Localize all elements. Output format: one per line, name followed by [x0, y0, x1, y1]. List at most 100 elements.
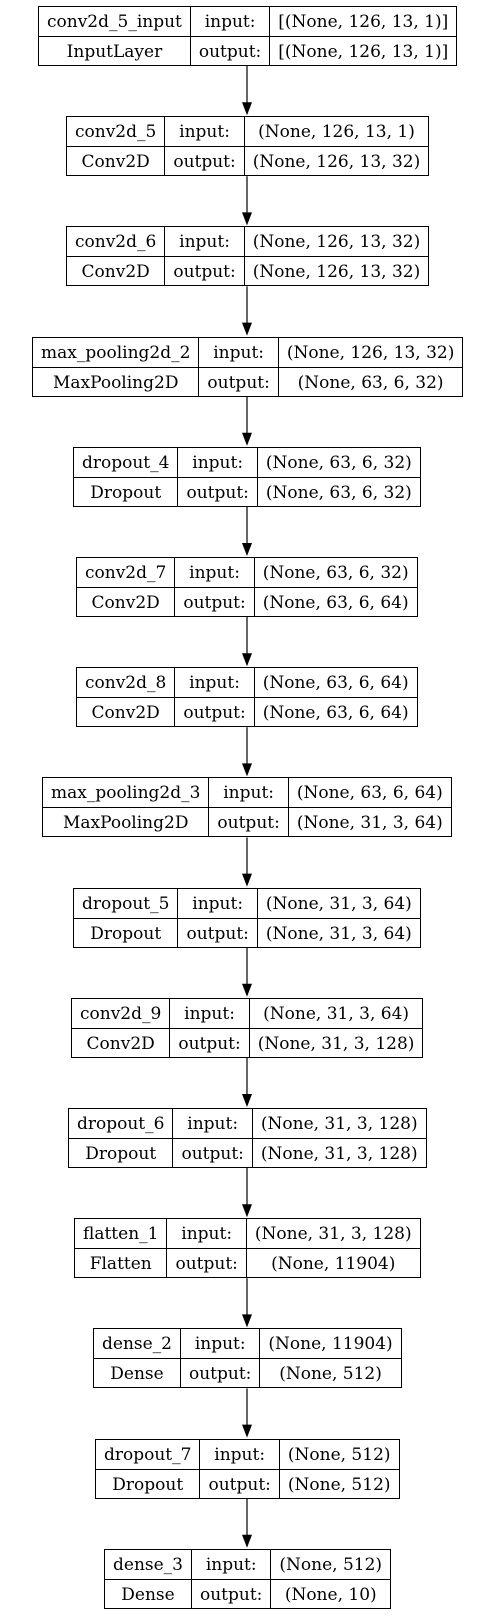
layer-name: dropout_7	[96, 1440, 200, 1470]
layer-name: conv2d_5	[67, 117, 165, 148]
shape-column: (None, 63, 6, 32)(None, 63, 6, 64)	[254, 558, 417, 616]
io-label-column: input: output:	[181, 1329, 261, 1388]
arrowhead-icon	[242, 102, 252, 116]
output-label: output:	[183, 593, 246, 613]
layer-type: Conv2D	[81, 152, 150, 173]
input-shape: (None, 126, 13, 1)	[244, 117, 429, 148]
layer-name: dropout_6	[69, 1109, 173, 1139]
arrowhead-icon	[242, 873, 252, 887]
output-shape: (None, 63, 6, 32)	[265, 482, 412, 503]
output-label: output:	[181, 1144, 244, 1164]
input-label: input:	[181, 1329, 260, 1360]
output-label: output:	[198, 42, 262, 62]
input-label: input:	[175, 668, 254, 699]
output-shape: (None, 11904)	[271, 1254, 396, 1275]
shape-column: [(None, 126, 13, 1)][(None, 126, 13, 1)]	[270, 7, 457, 65]
layer-type: Conv2D	[81, 262, 150, 283]
output-shape: [(None, 126, 13, 1)]	[278, 42, 449, 62]
shape-column: (None, 512)(None, 512)	[279, 1440, 399, 1498]
output-label: output:	[175, 1254, 238, 1275]
output-label: output:	[183, 703, 246, 724]
input-shape: (None, 63, 6, 64)	[288, 778, 451, 809]
output-label: output:	[208, 1474, 271, 1495]
io-label-column: input:output:	[165, 117, 245, 176]
input-label: input:	[175, 558, 254, 588]
layer-type: Conv2D	[91, 593, 160, 613]
shape-column: (None, 63, 6, 32) (None, 63, 6, 32)	[257, 448, 420, 506]
io-label-column: input: output:	[209, 778, 289, 837]
output-shape: (None, 31, 3, 128)	[257, 1033, 415, 1054]
output-label: output:	[178, 1033, 241, 1054]
input-label: input:	[167, 1219, 246, 1250]
shape-column: (None, 126, 13, 32)(None, 63, 6, 32)	[278, 338, 463, 396]
io-label-column: input:output:	[199, 337, 279, 396]
io-label-column: input: output:	[200, 1439, 280, 1498]
io-label-column: input:output:	[170, 998, 250, 1057]
input-shape: (None, 512)	[271, 1550, 391, 1580]
layer-type: MaxPooling2D	[62, 813, 189, 834]
shape-column: (None, 512)(None, 10)	[271, 1550, 391, 1608]
arrowhead-icon	[242, 212, 252, 226]
output-label: output:	[207, 372, 270, 393]
shape-column: (None, 63, 6, 64)(None, 63, 6, 64)	[254, 668, 417, 726]
layer-name: conv2d_5_input	[39, 7, 190, 37]
arrowhead-icon	[242, 1534, 252, 1548]
output-label: output:	[186, 482, 249, 503]
output-shape: (None, 63, 6, 64)	[262, 593, 409, 613]
output-shape: (None, 63, 6, 32)	[297, 372, 444, 393]
output-shape: (None, 31, 3, 64)	[296, 813, 443, 834]
input-label: input:	[190, 7, 270, 37]
output-label: output:	[217, 813, 280, 834]
layer-type: Dense	[110, 1364, 164, 1385]
input-shape: (None, 512)	[279, 1440, 399, 1470]
layer-name: flatten_1	[75, 1219, 167, 1250]
arrowhead-icon	[242, 432, 252, 446]
input-label: input:	[178, 889, 257, 919]
output-label: output:	[189, 1364, 252, 1385]
arrowhead-icon	[242, 653, 252, 667]
arrowhead-icon	[242, 763, 252, 777]
layer-name: max_pooling2d_2	[33, 338, 199, 368]
layer-type: MaxPooling2D	[52, 372, 179, 393]
output-label: output:	[186, 923, 249, 944]
layer-type: Dropout	[90, 482, 162, 503]
shape-column: (None, 31, 3, 64)(None, 31, 3, 64)	[257, 889, 420, 947]
io-label-column: input: output:	[175, 558, 255, 616]
layer-type: InputLayer	[66, 42, 163, 62]
layer-name: dense_2	[94, 1329, 180, 1360]
io-label-column: input:output:	[173, 1109, 253, 1167]
layer-name: dropout_5	[74, 889, 178, 919]
input-label: input:	[192, 1550, 271, 1580]
input-shape: (None, 31, 3, 128)	[246, 1219, 420, 1250]
output-shape: (None, 126, 13, 32)	[252, 152, 421, 173]
input-label: input:	[178, 448, 257, 478]
input-label: input:	[200, 1440, 279, 1470]
input-shape: (None, 63, 6, 32)	[257, 448, 420, 478]
layer-name: conv2d_6	[67, 227, 165, 258]
layer-type: Flatten	[89, 1254, 152, 1275]
layer-name: max_pooling2d_3	[43, 778, 209, 809]
input-label: input:	[209, 778, 288, 809]
shape-column: (None, 31, 3, 128) (None, 11904)	[246, 1219, 420, 1277]
output-shape: (None, 31, 3, 128)	[260, 1144, 418, 1164]
